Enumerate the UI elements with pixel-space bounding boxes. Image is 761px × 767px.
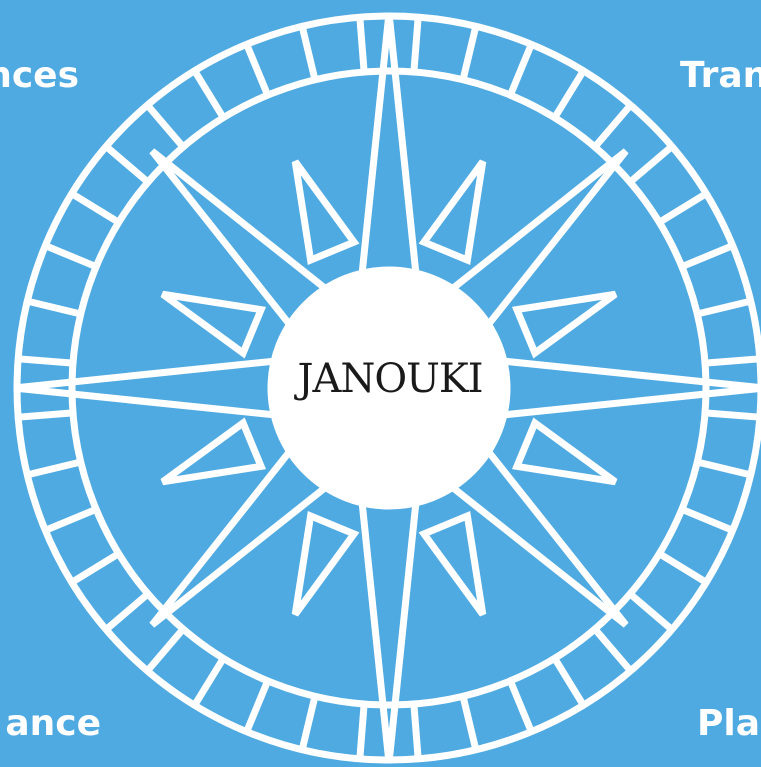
ring-segment-divider — [510, 681, 531, 732]
ring-segment-divider — [659, 194, 706, 223]
ring-segment-divider — [18, 413, 73, 417]
ring-segment-divider — [106, 146, 148, 182]
ring-segment-divider — [360, 17, 364, 72]
ring-segment-divider — [45, 509, 96, 530]
corner-label-top-right: Tran — [680, 58, 761, 94]
minor-compass-point — [295, 516, 354, 615]
ring-segment-divider — [682, 246, 733, 267]
ring-segment-divider — [705, 359, 760, 363]
ring-segment-divider — [72, 554, 119, 583]
ring-segment-divider — [302, 26, 315, 79]
corner-label-bottom-left: ance — [5, 706, 101, 742]
corner-label-bottom-right: Pla — [697, 706, 760, 742]
ring-segment-divider — [195, 658, 224, 705]
minor-compass-point — [424, 162, 483, 261]
ring-segment-divider — [247, 44, 268, 95]
ring-segment-divider — [414, 17, 418, 72]
minor-compass-point — [163, 423, 262, 482]
ring-segment-divider — [630, 594, 672, 630]
ring-segment-divider — [595, 105, 631, 147]
ring-segment-divider — [659, 554, 706, 583]
ring-segment-divider — [27, 301, 80, 314]
minor-compass-point — [517, 423, 616, 482]
ring-segment-divider — [106, 594, 148, 630]
ring-segment-divider — [195, 71, 224, 118]
ring-segment-divider — [360, 704, 364, 759]
ring-segment-divider — [630, 146, 672, 182]
minor-compass-point — [517, 294, 616, 353]
ring-segment-divider — [147, 629, 183, 671]
ring-segment-divider — [247, 681, 268, 732]
cardinal-point — [479, 359, 761, 418]
minor-compass-point — [295, 162, 354, 261]
ring-segment-divider — [147, 105, 183, 147]
ring-segment-divider — [697, 301, 750, 314]
ring-segment-divider — [414, 704, 418, 759]
ring-segment-divider — [302, 696, 315, 749]
ring-segment-divider — [72, 194, 119, 223]
ring-segment-divider — [697, 462, 750, 475]
ring-segment-divider — [555, 658, 584, 705]
ring-segment-divider — [595, 629, 631, 671]
ring-segment-divider — [27, 462, 80, 475]
cardinal-point — [360, 13, 419, 298]
ring-segment-divider — [510, 44, 531, 95]
ring-segment-divider — [18, 359, 73, 363]
ring-segment-divider — [45, 246, 96, 267]
ring-segment-divider — [555, 71, 584, 118]
cardinal-point — [14, 359, 299, 418]
ring-segment-divider — [463, 696, 476, 749]
center-title: JANOUKI — [265, 355, 515, 403]
minor-compass-point — [163, 294, 262, 353]
minor-compass-point — [424, 516, 483, 615]
ring-segment-divider — [705, 413, 760, 417]
ring-segment-divider — [682, 509, 733, 530]
corner-label-top-left: nces — [0, 58, 79, 94]
ring-segment-divider — [463, 26, 476, 79]
cardinal-point — [360, 478, 419, 763]
